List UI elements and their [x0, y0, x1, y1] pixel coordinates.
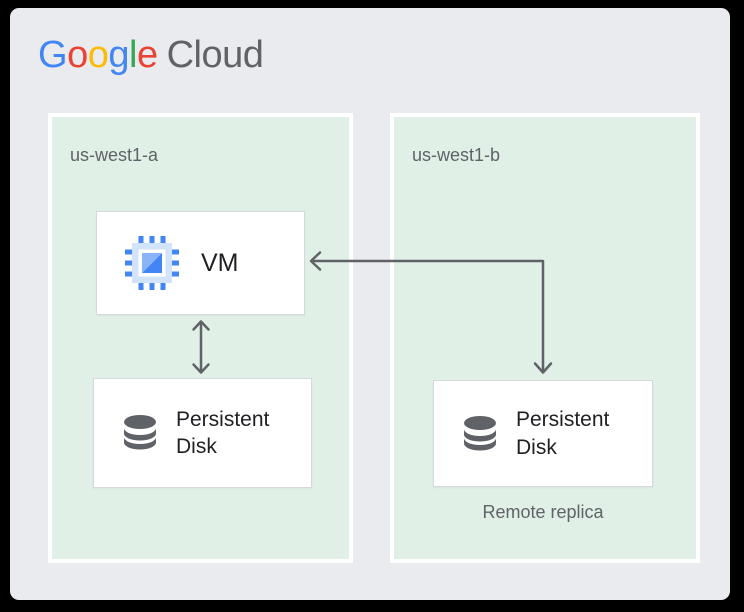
persistent-disk-icon	[464, 415, 496, 450]
persistent-disk-icon	[124, 415, 156, 450]
zone-box-us-west1-b: us-west1-b	[390, 113, 700, 563]
logo-letter: l	[128, 34, 137, 76]
persistent-disk-node-a: Persistent Disk	[93, 378, 312, 488]
zone-label-us-west1-a: us-west1-a	[70, 145, 159, 165]
logo-letter: G	[38, 34, 68, 76]
logo-letter: e	[136, 34, 158, 76]
logo-letter: o	[87, 34, 109, 76]
remote-replica-caption: Remote replica	[482, 502, 604, 522]
vm-label: VM	[201, 248, 239, 277]
logo-cloud-text: Cloud	[166, 34, 264, 76]
persistent-disk-label-a: Persistent Disk	[176, 407, 270, 458]
vm-node: VM	[96, 211, 305, 315]
zone-label-us-west1-b: us-west1-b	[412, 145, 501, 165]
zone-box-us-west1-a: us-west1-a	[48, 113, 353, 563]
persistent-disk-label-b: Persistent Disk	[516, 408, 610, 459]
compute-engine-icon	[125, 236, 179, 290]
logo-letter: g	[108, 34, 129, 76]
persistent-disk-node-b: Persistent Disk	[433, 380, 653, 487]
logo-letter: o	[67, 34, 88, 76]
